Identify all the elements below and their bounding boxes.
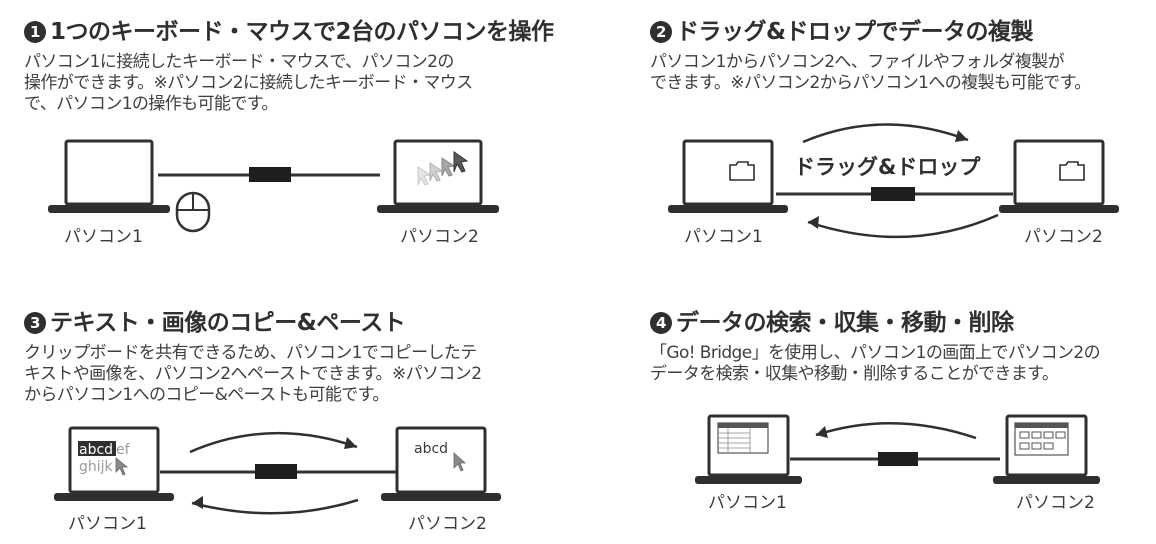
section-3-diagram: abcd ef ghijk abcd パソコン1 パソコン2	[54, 426, 501, 534]
section-2-number-badge: 2	[650, 21, 672, 43]
usb-cable-plug	[878, 452, 918, 466]
folder-icon	[729, 161, 755, 181]
section-4-diagram: パソコン1 パソコン2	[695, 414, 1100, 513]
arrow-arc-left	[191, 498, 359, 515]
section-1-title-text: 1つのキーボード・マウスで2台のパソコンを操作	[50, 19, 554, 45]
arrow-arc-left	[807, 213, 999, 239]
selected-text: abcd	[79, 442, 113, 458]
laptop-left-icon	[668, 139, 788, 213]
section-2-description: パソコン1からパソコン2へ、ファイルやフォルダ複製が できます。※パソコン2から…	[650, 52, 1091, 94]
pc-1-label: パソコン1	[64, 227, 143, 247]
laptop-left-icon: abcd ef ghijk	[54, 426, 174, 501]
laptop-left-icon	[48, 139, 170, 213]
cursor-icon	[453, 452, 467, 472]
folder-grid-window-icon	[1014, 422, 1069, 456]
laptop-left-icon	[695, 414, 802, 484]
unselected-text: ef	[116, 442, 131, 458]
drag-and-drop-label: ドラッグ&ドロップ	[794, 155, 981, 179]
section-4-description: 「Go! Bridge」を使用し、パソコン1の画面上でパソコン2の データを検索…	[650, 343, 1101, 385]
folder-icon	[1059, 161, 1085, 181]
section-3-desc-line: キストや画像を、パソコン2へペーストできます。※パソコン2	[24, 364, 482, 384]
section-4-desc-line: 「Go! Bridge」を使用し、パソコン1の画面上でパソコン2の	[650, 343, 1101, 363]
section-3-description: クリップボードを共有できるため、パソコン1でコピーしたテ キストや画像を、パソコ…	[24, 343, 482, 406]
section-1-number-badge: 1	[24, 21, 46, 43]
section-2-diagram: ドラッグ&ドロップ パソコン1 パソコン2	[668, 123, 1119, 247]
section-1-desc-line: で、パソコン1の操作も可能です。	[24, 94, 278, 114]
section-3-desc-line: クリップボードを共有できるため、パソコン1でコピーしたテ	[24, 343, 477, 363]
pc-1-label: パソコン1	[684, 227, 763, 247]
usb-cable-plug	[871, 187, 915, 201]
section-4-title-text: データの検索・収集・移動・削除	[676, 310, 1014, 336]
usb-cable-plug	[249, 167, 291, 182]
section-1-desc-line: パソコン1に接続したキーボード・マウスで、パソコン2の	[24, 52, 454, 72]
section-1-diagram: パソコン1 パソコン2	[48, 139, 499, 247]
laptop-right-icon: abcd	[381, 426, 501, 501]
laptop-right-icon	[993, 414, 1100, 484]
arrow-arc-right	[802, 123, 969, 144]
section-2-desc-line: パソコン1からパソコン2へ、ファイルやフォルダ複製が	[650, 52, 1065, 72]
usb-cable-plug	[255, 464, 297, 479]
section-4-desc-line: データを検索・収集や移動・削除することができます。	[650, 364, 1059, 384]
text-selection-highlight	[78, 441, 116, 456]
section-3-desc-line: からパソコン1へのコピー&ペーストも可能です。	[24, 385, 389, 405]
pc-2-label: パソコン2	[408, 514, 487, 534]
pc-1-label: パソコン1	[708, 493, 787, 513]
cursor-trail-icon	[417, 151, 469, 186]
section-4-number-badge: 4	[650, 312, 672, 334]
text-line-2: ghijk	[79, 459, 114, 475]
section-3-title-text: テキスト・画像のコピー&ペースト	[50, 310, 406, 336]
table-window-icon	[717, 422, 769, 454]
pc-1-label: パソコン1	[68, 514, 147, 534]
section-3-number-badge: 3	[24, 312, 46, 334]
pc-2-label: パソコン2	[1016, 493, 1095, 513]
section-1-description: パソコン1に接続したキーボード・マウスで、パソコン2の 操作ができます。※パソコ…	[24, 52, 554, 115]
pc-2-label: パソコン2	[400, 227, 479, 247]
arrow-arc-right	[189, 431, 358, 454]
section-2-desc-line: できます。※パソコン2からパソコン1への複製も可能です。	[650, 73, 1091, 93]
arrow-arc-left	[815, 421, 977, 440]
pc-2-label: パソコン2	[1024, 227, 1103, 247]
pasted-text: abcd	[414, 441, 448, 457]
section-1-desc-line: 操作ができます。※パソコン2に接続したキーボード・マウス	[24, 73, 473, 93]
section-2-title-text: ドラッグ&ドロップでデータの複製	[676, 19, 1034, 45]
mouse-icon	[175, 191, 211, 233]
laptop-right-icon	[999, 139, 1119, 213]
cursor-icon	[115, 457, 129, 476]
